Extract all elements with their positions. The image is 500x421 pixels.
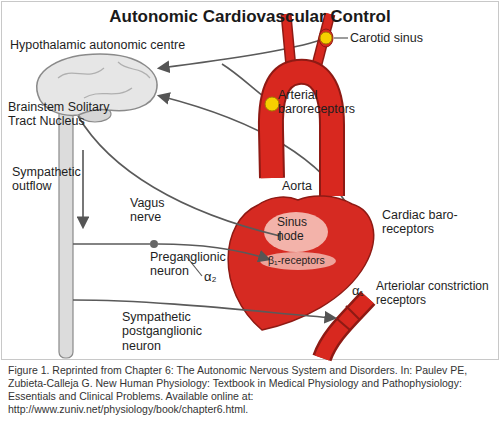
baroreceptor-dot: [320, 32, 332, 44]
structure-label: Carotid sinus: [350, 31, 423, 45]
constriction-band: [336, 306, 360, 330]
spinal-cord: [59, 100, 73, 358]
structure-label: Hypothalamic autonomic centre: [10, 38, 185, 52]
arteriole-outline: [322, 298, 368, 358]
nerve-label: Vagus nerve: [130, 196, 178, 225]
receptor-label: Arteriolar constriction receptors: [376, 280, 500, 308]
arteriole: [322, 298, 368, 358]
receptor-label: Cardiac baro- receptors: [382, 208, 477, 237]
figure-title: Autonomic Cardiovascular Control: [0, 7, 500, 27]
neuron-label: Preganglionic neuron: [150, 250, 245, 279]
brain-gyri: [58, 62, 150, 98]
leader-line: [334, 37, 348, 38]
receptor-area: [260, 252, 336, 270]
vagus-nerve-line: [78, 116, 280, 236]
neuron-label: Sympathetic postganglionic neuron: [122, 310, 217, 353]
structure-label: Brainstem Solitary Tract Nucleus: [8, 100, 126, 129]
structure-label: Arterial baroreceptors: [278, 88, 368, 117]
figure-caption: Figure 1. Reprinted from Chapter 6: The …: [8, 364, 494, 416]
receptor-label: β₁-receptors: [268, 254, 325, 266]
outflow-arrow: [82, 150, 84, 226]
sinus-node-area: [264, 212, 328, 252]
pathway-label: Sympathetic outflow: [12, 165, 92, 194]
preganglionic-line: [73, 243, 150, 245]
ganglion: [150, 240, 158, 248]
structure-label: Aorta: [282, 179, 312, 193]
carotid-bulb: [319, 29, 333, 47]
baroreceptor-dot: [265, 97, 279, 111]
receptor-symbol: α₁: [352, 284, 364, 299]
structure-label: Sinus node: [277, 216, 322, 244]
postganglionic-line: [73, 300, 334, 318]
receptor-symbol: α₂: [204, 270, 217, 285]
